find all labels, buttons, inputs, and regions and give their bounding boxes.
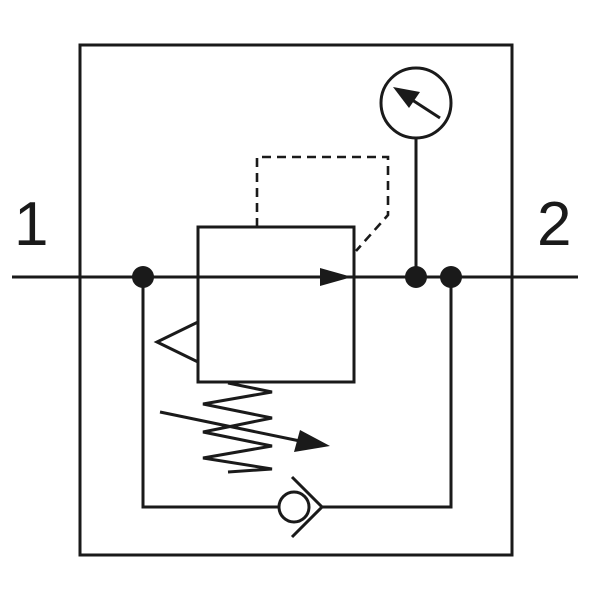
- gauge-needle-arrowhead-icon: [393, 87, 420, 108]
- junction-dot-inlet: [132, 266, 154, 288]
- enclosure-frame: [78, 43, 514, 557]
- regulator-valve-body: [196, 225, 356, 384]
- relief-vent-triangle-icon: [153, 320, 199, 364]
- port-label-inlet: 1: [14, 190, 48, 259]
- pilot-line: [255, 155, 390, 252]
- spring-adjust-arrowhead-icon: [294, 430, 330, 452]
- bypass-line: [141, 277, 278, 509]
- spring-icon: [202, 381, 273, 474]
- port-label-outlet: 2: [537, 190, 571, 259]
- junction-dot-bypass: [440, 266, 462, 288]
- valve-flow-arrow-icon: [320, 268, 352, 286]
- spring-adjust-arrow-line: [159, 410, 301, 443]
- junction-dot-gauge: [405, 266, 427, 288]
- bypass-return-line: [322, 277, 453, 509]
- check-valve-seat-icon: [290, 475, 325, 539]
- check-valve-ball-icon: [277, 490, 311, 524]
